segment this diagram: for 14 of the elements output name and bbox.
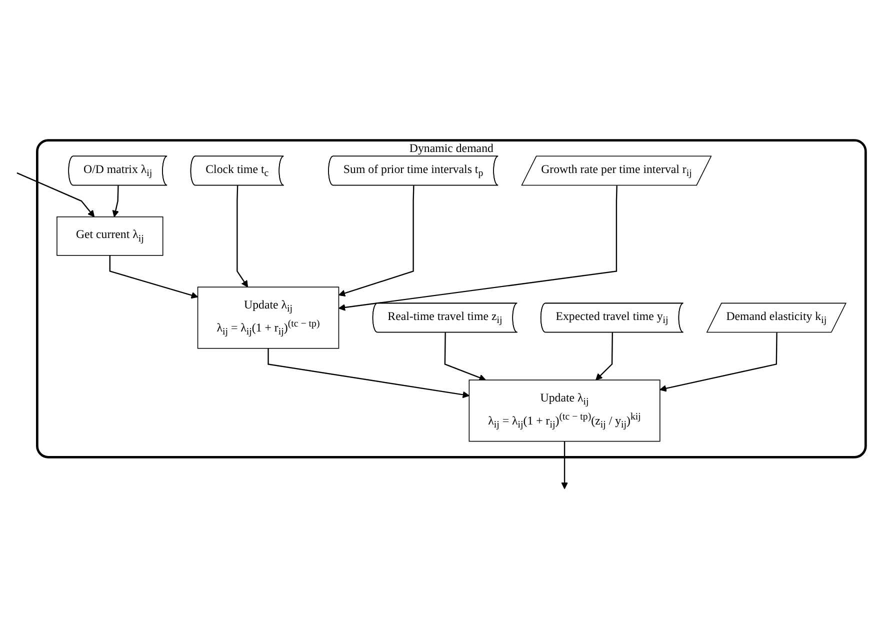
- node-box: Get current λ$_{ij}$: [56, 216, 164, 256]
- arrow: [109, 256, 198, 299]
- node-box: Update λ$_{ij}$ λ$_{ij}$ = λ$_{ij}$(1 + r$_{ij}$)$^{(tc − tp)}$(z$_{ij}$ / y$_{ij}$)$^{kij}$: [468, 380, 660, 442]
- arrow: [444, 333, 486, 382]
- arrow: [268, 348, 470, 399]
- arrow: [596, 333, 613, 381]
- arrow: [16, 172, 95, 218]
- node-box: Update λ$_{ij}$ λ$_{ij}$ = λ$_{ij}$(1 + r$_{ij}$)$^{(tc − tp)}$: [197, 287, 340, 350]
- arrow: [660, 333, 778, 392]
- arrow: [236, 186, 248, 288]
- arrow: [338, 186, 414, 297]
- arrow: [112, 186, 120, 218]
- arrow: [561, 442, 568, 490]
- arrow: [338, 186, 618, 312]
